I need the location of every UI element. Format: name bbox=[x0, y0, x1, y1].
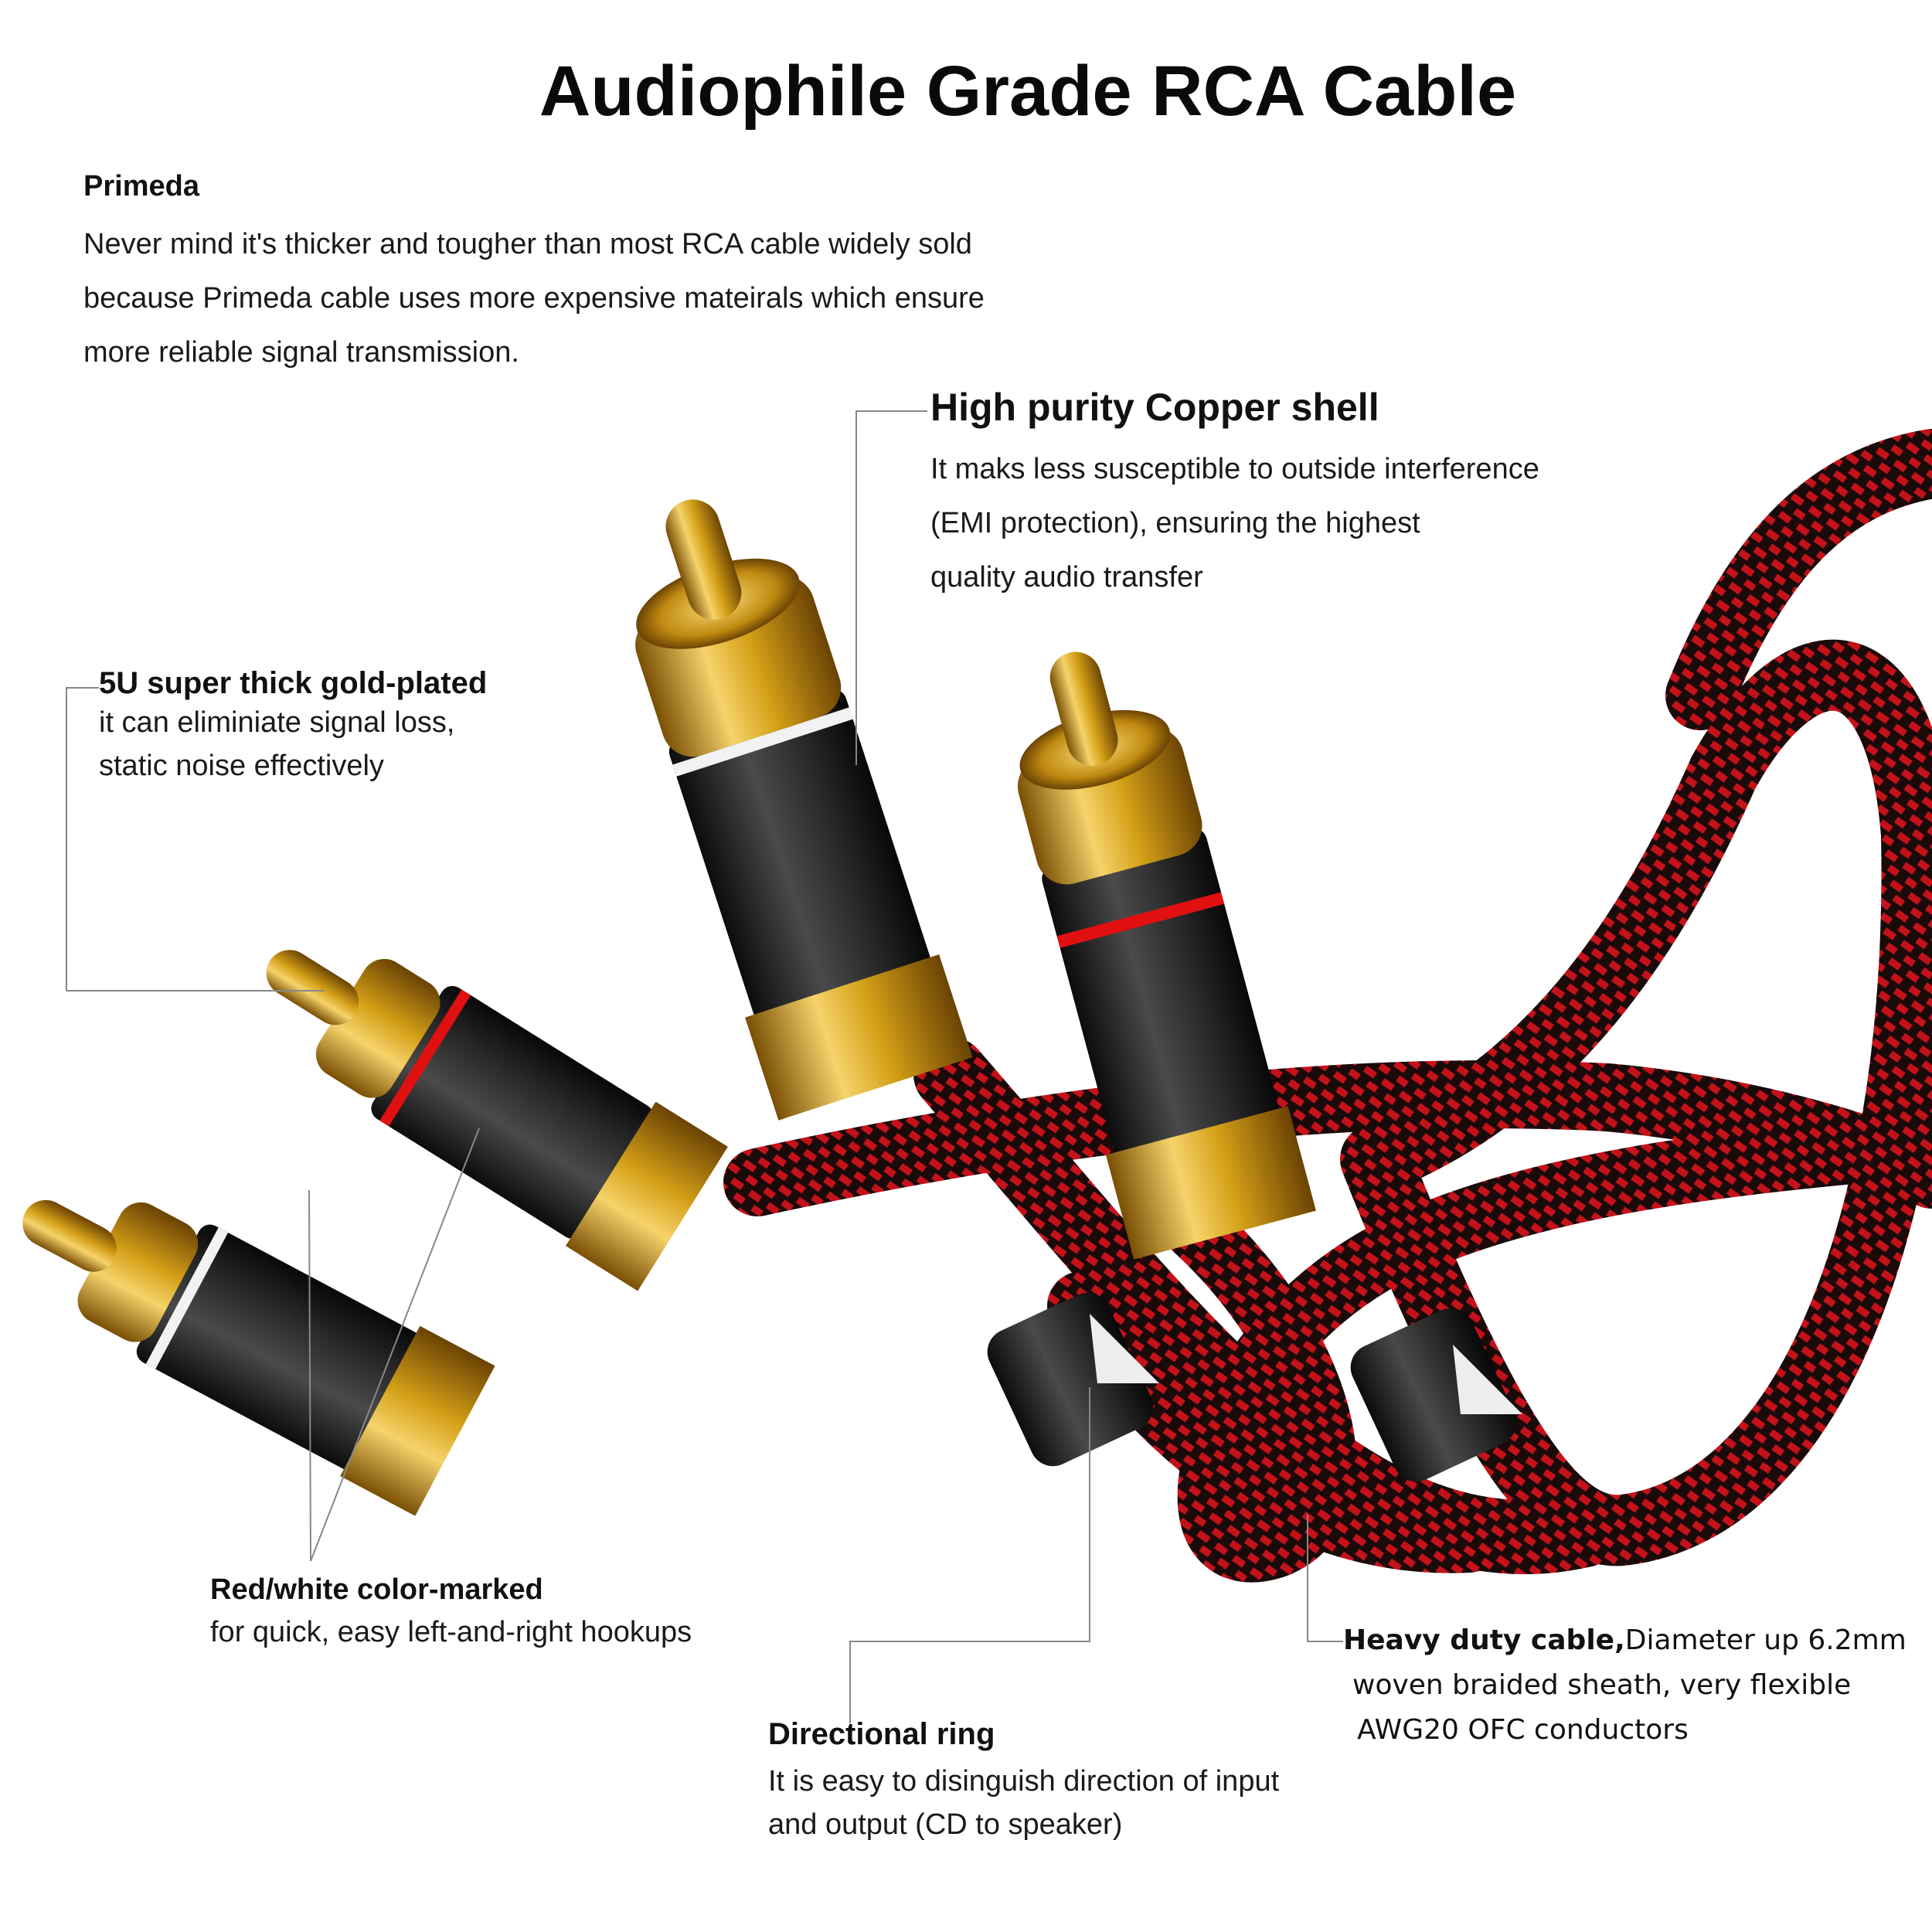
intro-line: more reliable signal transmission. bbox=[83, 336, 519, 369]
rca-plug-white-top bbox=[635, 499, 973, 1121]
callout-heading-row: Heavy duty cable,Diameter up 6.2mm bbox=[1343, 1618, 1906, 1663]
rca-plug-white-front bbox=[22, 1199, 495, 1516]
arrow-icon bbox=[1453, 1345, 1522, 1414]
callout-line: quality audio transfer bbox=[930, 561, 1203, 594]
callout-heading: 5U super thick gold-plated bbox=[99, 666, 488, 700]
callout-line: it can eliminiate signal loss, bbox=[99, 706, 455, 739]
rca-plug-red-left bbox=[266, 950, 728, 1291]
callout-heading: High purity Copper shell bbox=[930, 386, 1379, 429]
callout-color-marked: Red/white color-marked for quick, easy l… bbox=[210, 1573, 692, 1649]
callout-line: (EMI protection), ensuring the highest bbox=[930, 507, 1420, 539]
directional-ring-right bbox=[1350, 1308, 1522, 1482]
callout-line: woven braided sheath, very flexible bbox=[1352, 1669, 1852, 1701]
callout-heading: Heavy duty cable, bbox=[1343, 1624, 1625, 1656]
callout-copper-shell: High purity Copper shell It maks less su… bbox=[930, 385, 1539, 604]
callout-heading-rest: Diameter up 6.2mm bbox=[1624, 1624, 1906, 1656]
callout-line: and output (CD to speaker) bbox=[768, 1808, 1123, 1841]
callout-line: It maks less susceptible to outside inte… bbox=[930, 453, 1539, 485]
directional-ring-left bbox=[987, 1292, 1159, 1467]
callout-heading: Red/white color-marked bbox=[210, 1573, 543, 1606]
callout-heavy-duty: Heavy duty cable,Diameter up 6.2mm woven… bbox=[1343, 1618, 1906, 1753]
page-title: Audiophile Grade RCA Cable bbox=[539, 52, 1517, 131]
callout-line: It is easy to disinguish direction of in… bbox=[768, 1765, 1280, 1798]
brand-name: Primeda bbox=[83, 170, 199, 202]
arrow-icon bbox=[1090, 1314, 1159, 1383]
callout-line: static noise effectively bbox=[99, 750, 384, 782]
intro-line: because Primeda cable uses more expensiv… bbox=[83, 282, 985, 315]
callout-line: for quick, easy left-and-right hookups bbox=[210, 1616, 692, 1648]
leader-lines bbox=[66, 410, 1343, 1723]
intro-block: Primeda Never mind it's thicker and toug… bbox=[83, 170, 1165, 379]
callout-line: AWG20 OFC conductors bbox=[1357, 1714, 1689, 1746]
callout-directional-ring: Directional ring It is easy to disinguis… bbox=[768, 1717, 1279, 1846]
callout-gold-plated: 5U super thick gold-plated it can elimin… bbox=[99, 666, 487, 787]
rca-plug-red-right bbox=[1017, 651, 1316, 1260]
intro-line: Never mind it's thicker and tougher than… bbox=[83, 228, 972, 260]
callout-heading: Directional ring bbox=[768, 1717, 995, 1751]
